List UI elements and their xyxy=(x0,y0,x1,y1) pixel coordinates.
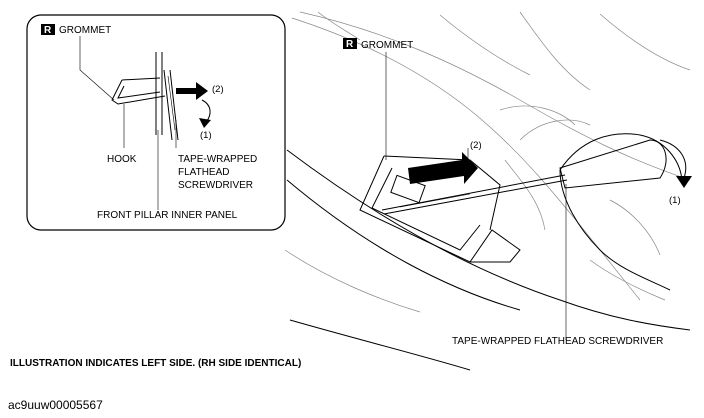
hand-sketch xyxy=(519,119,591,141)
screwdriver-handle xyxy=(559,139,667,189)
inset-push-arrow xyxy=(176,82,208,100)
step-1-label: (1) xyxy=(669,195,681,206)
screwdriver-shaft xyxy=(381,174,566,211)
main-illustration: R GROMMET (2) (1) TAPE-WRAPPED FLATHEAD … xyxy=(284,11,692,371)
leader-grommet xyxy=(79,36,115,101)
inset-badge-r xyxy=(41,24,55,35)
grommet-body xyxy=(371,167,481,251)
panel-outline xyxy=(519,11,591,91)
inset-screwdriver-label-2: FLATHEAD xyxy=(178,167,230,178)
hand-sketch xyxy=(504,159,546,231)
panel-outline xyxy=(286,149,691,331)
panel-outline xyxy=(599,13,691,71)
hook-label: HOOK xyxy=(107,154,137,165)
hook-shape xyxy=(121,77,161,81)
hand-sketch xyxy=(559,133,683,181)
inset-screwdriver xyxy=(169,69,179,141)
inset-grommet-label: GROMMET xyxy=(59,25,111,36)
panel-outline xyxy=(284,249,421,313)
hand-sketch xyxy=(499,105,576,126)
inset-screwdriver xyxy=(163,69,173,141)
caption: ILLUSTRATION INDICATES LEFT SIDE. (RH SI… xyxy=(10,358,301,369)
image-code: ac9uuw00005567 xyxy=(8,398,103,412)
panel-outline xyxy=(286,179,521,311)
push-arrow xyxy=(408,152,478,184)
panel-outline xyxy=(317,11,361,41)
inset-screwdriver-label-1: TAPE-WRAPPED xyxy=(178,154,257,165)
screwdriver-label: TAPE-WRAPPED FLATHEAD SCREWDRIVER xyxy=(452,336,663,347)
inset-screwdriver-label-3: SCREWDRIVER xyxy=(178,180,253,191)
rotate-arrow xyxy=(659,139,687,179)
step-2-label: (2) xyxy=(470,140,482,151)
screwdriver-tape xyxy=(399,193,471,212)
badge-letter: R xyxy=(346,39,354,50)
panel-outline xyxy=(289,319,471,371)
inset-screwdriver xyxy=(167,75,176,131)
badge-r xyxy=(343,38,357,49)
hook-shape xyxy=(117,85,161,99)
hand-sketch xyxy=(559,169,671,291)
panel-outline xyxy=(299,11,691,181)
panel-outline xyxy=(439,14,531,76)
rotate-arrow-head xyxy=(676,176,692,188)
grommet-body xyxy=(359,155,521,263)
panel-label: FRONT PILLAR INNER PANEL xyxy=(97,210,238,221)
inset-rotate-arrow-head xyxy=(199,118,211,128)
hand-sketch xyxy=(589,259,666,301)
inset-step-2-label: (2) xyxy=(212,84,224,95)
grommet-label: GROMMET xyxy=(361,40,413,51)
inset-detail: R GROMMET (2) (1) HOOK TAPE-WRAPPED FLAT… xyxy=(26,14,286,231)
hand-sketch xyxy=(609,199,661,256)
inset-badge-letter: R xyxy=(44,25,52,36)
hook-shape xyxy=(111,79,166,105)
grommet-body xyxy=(383,155,501,231)
inset-step-1-label: (1) xyxy=(200,130,212,141)
